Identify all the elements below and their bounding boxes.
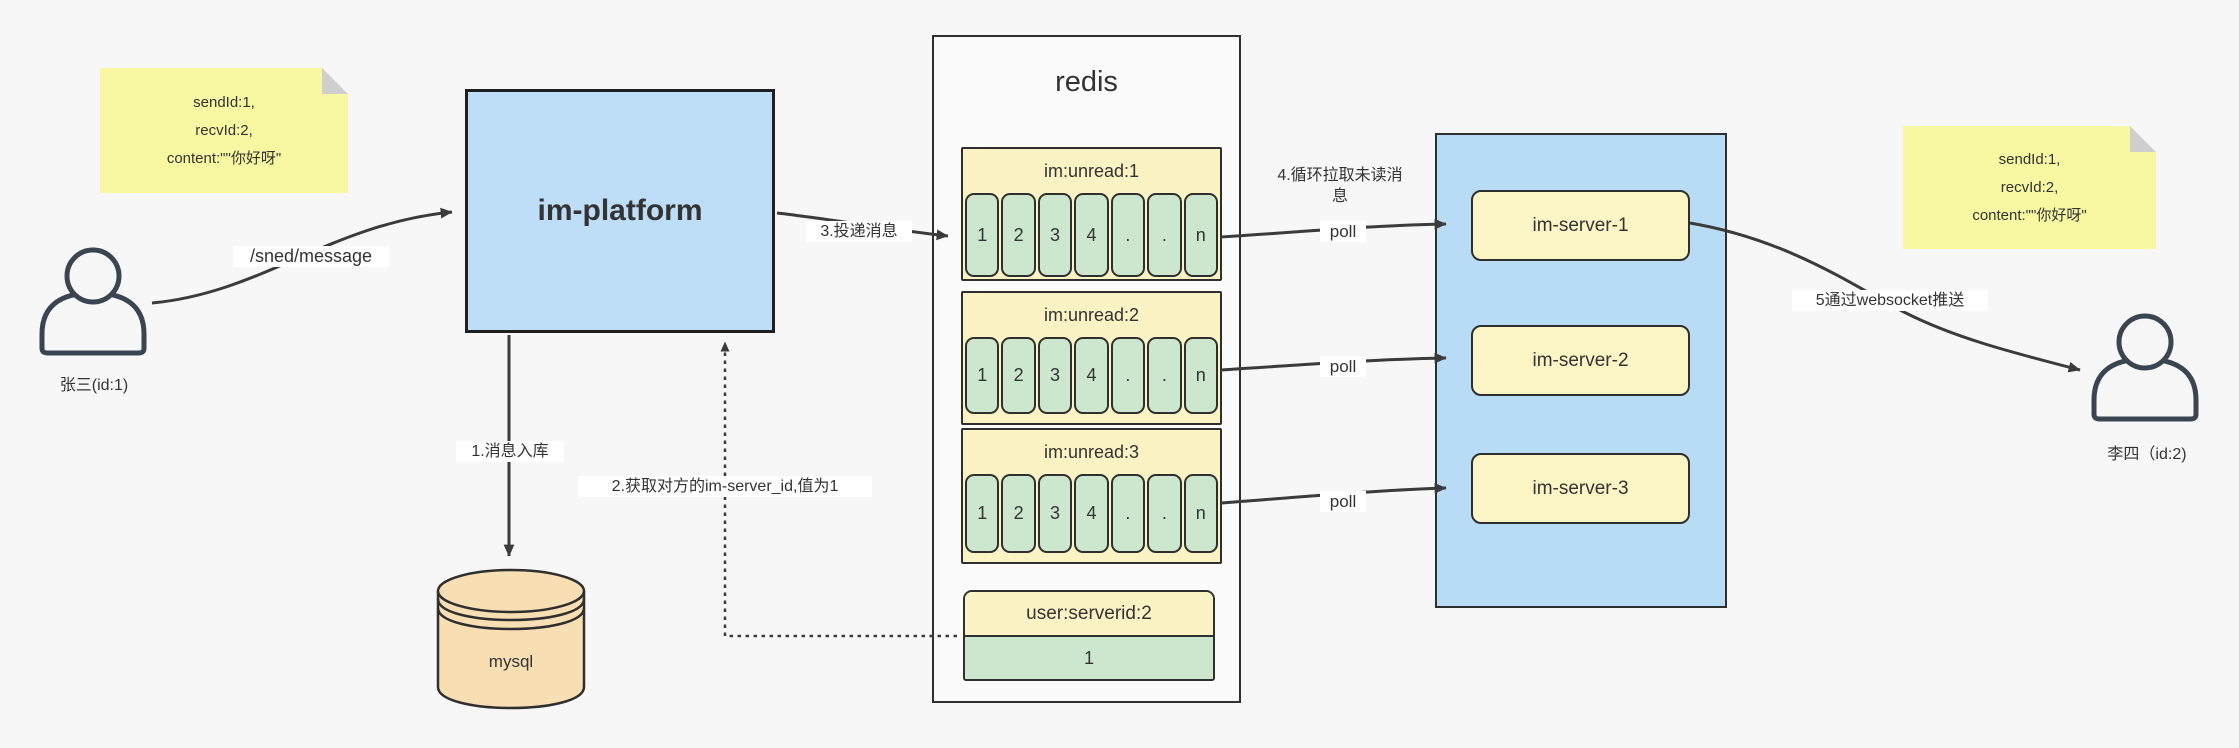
- cylinder-ring: [436, 598, 586, 622]
- list-cell: .: [1110, 474, 1146, 553]
- cylinder-top: [436, 568, 586, 614]
- note-line: recvId:2,: [195, 121, 253, 139]
- list-cell: 2: [1001, 193, 1036, 277]
- edge-label-poll-3: poll: [1320, 491, 1366, 512]
- redis-list-header: im:unread:2: [1043, 304, 1140, 325]
- redis-title: redis: [1055, 66, 1118, 98]
- edge-label-poll-2: poll: [1320, 356, 1366, 377]
- list-cell: 4: [1074, 337, 1109, 414]
- person-body: [39, 290, 147, 356]
- edge-label-step3: 3.投递消息: [806, 221, 912, 242]
- im-server-label: im-server-2: [1532, 349, 1629, 371]
- im-server-cluster: im-server-1 im-server-2 im-server-3: [1435, 133, 1727, 608]
- note-line: content:""你好呀": [166, 149, 282, 167]
- edge-label-step5: 5通过websocket推送: [1792, 290, 1988, 311]
- kv-value: 1: [965, 637, 1213, 679]
- list-cell: .: [1147, 474, 1182, 553]
- edge-label-step4: 4.循环拉取未读消息: [1277, 167, 1403, 205]
- list-cell: 3: [1037, 337, 1073, 414]
- im-server-1-node: im-server-1: [1471, 190, 1690, 261]
- sender-label: 张三(id:1): [59, 377, 129, 394]
- list-cell: n: [1183, 337, 1218, 414]
- person-head: [2116, 313, 2174, 371]
- user-icon-receiver: [2091, 313, 2199, 422]
- redis-list-unread-1: im:unread:1 1 2 3 4 . . n: [961, 147, 1222, 281]
- folded-corner-icon: [2130, 126, 2156, 152]
- note-line: sendId:1,: [193, 93, 255, 111]
- edge-label-poll-1: poll: [1320, 221, 1366, 242]
- cylinder-ring: [436, 607, 586, 631]
- redis-list-header: im:unread:1: [1043, 160, 1140, 181]
- list-cell: .: [1110, 193, 1146, 277]
- list-cell: 3: [1037, 193, 1073, 277]
- im-server-2-node: im-server-2: [1471, 325, 1690, 396]
- cylinder-body: [436, 591, 586, 710]
- kv-header: user:serverid:2: [965, 592, 1213, 637]
- redis-list-cells: 1 2 3 4 . . n: [963, 337, 1220, 423]
- list-cell: .: [1147, 337, 1182, 414]
- note-line: sendId:1,: [1998, 150, 2061, 168]
- im-server-label: im-server-3: [1532, 477, 1629, 499]
- im-platform-node: im-platform: [465, 89, 775, 333]
- redis-list-cells: 1 2 3 4 . . n: [963, 474, 1220, 562]
- person-body: [2091, 356, 2199, 422]
- im-server-label: im-server-1: [1532, 214, 1629, 236]
- list-cell: 2: [1001, 474, 1036, 553]
- im-server-3-node: im-server-3: [1471, 453, 1690, 524]
- redis-list-cells: 1 2 3 4 . . n: [963, 193, 1220, 279]
- list-cell: .: [1110, 337, 1146, 414]
- user-icon-sender: [39, 247, 147, 356]
- list-cell: 1: [965, 474, 1000, 553]
- redis-user-serverid-box: user:serverid:2 1: [963, 590, 1215, 681]
- redis-list-header: im:unread:3: [1043, 441, 1140, 462]
- sticky-note-right: sendId:1, recvId:2, content:""你好呀": [1903, 126, 2156, 249]
- mysql-database-icon: [436, 568, 586, 710]
- im-platform-label: im-platform: [537, 194, 703, 227]
- note-line: recvId:2,: [2000, 178, 2059, 196]
- person-head: [64, 247, 122, 305]
- edge-label-send-api: /sned/message: [233, 246, 389, 267]
- redis-list-unread-3: im:unread:3 1 2 3 4 . . n: [961, 428, 1222, 564]
- redis-list-unread-2: im:unread:2 1 2 3 4 . . n: [961, 291, 1222, 425]
- list-cell: 4: [1074, 474, 1109, 553]
- receiver-label: 李四（id:2): [2107, 446, 2187, 463]
- redis-container: redis im:unread:1 1 2 3 4 . . n im:unrea…: [932, 35, 1241, 703]
- list-cell: n: [1183, 474, 1218, 553]
- edge-label-step1: 1.消息入库: [456, 441, 564, 462]
- list-cell: .: [1147, 193, 1182, 277]
- list-cell: 1: [965, 337, 1000, 414]
- list-cell: 4: [1074, 193, 1109, 277]
- list-cell: 3: [1037, 474, 1073, 553]
- list-cell: n: [1183, 193, 1218, 277]
- sticky-note-left: sendId:1, recvId:2, content:""你好呀": [100, 68, 348, 193]
- folded-corner-icon: [322, 68, 348, 94]
- list-cell: 2: [1001, 337, 1036, 414]
- list-cell: 1: [965, 193, 1000, 277]
- edge-label-step2: 2.获取对方的im-server_id,值为1: [578, 476, 872, 497]
- mysql-label: mysql: [488, 652, 534, 671]
- note-line: content:""你好呀": [1972, 206, 2087, 224]
